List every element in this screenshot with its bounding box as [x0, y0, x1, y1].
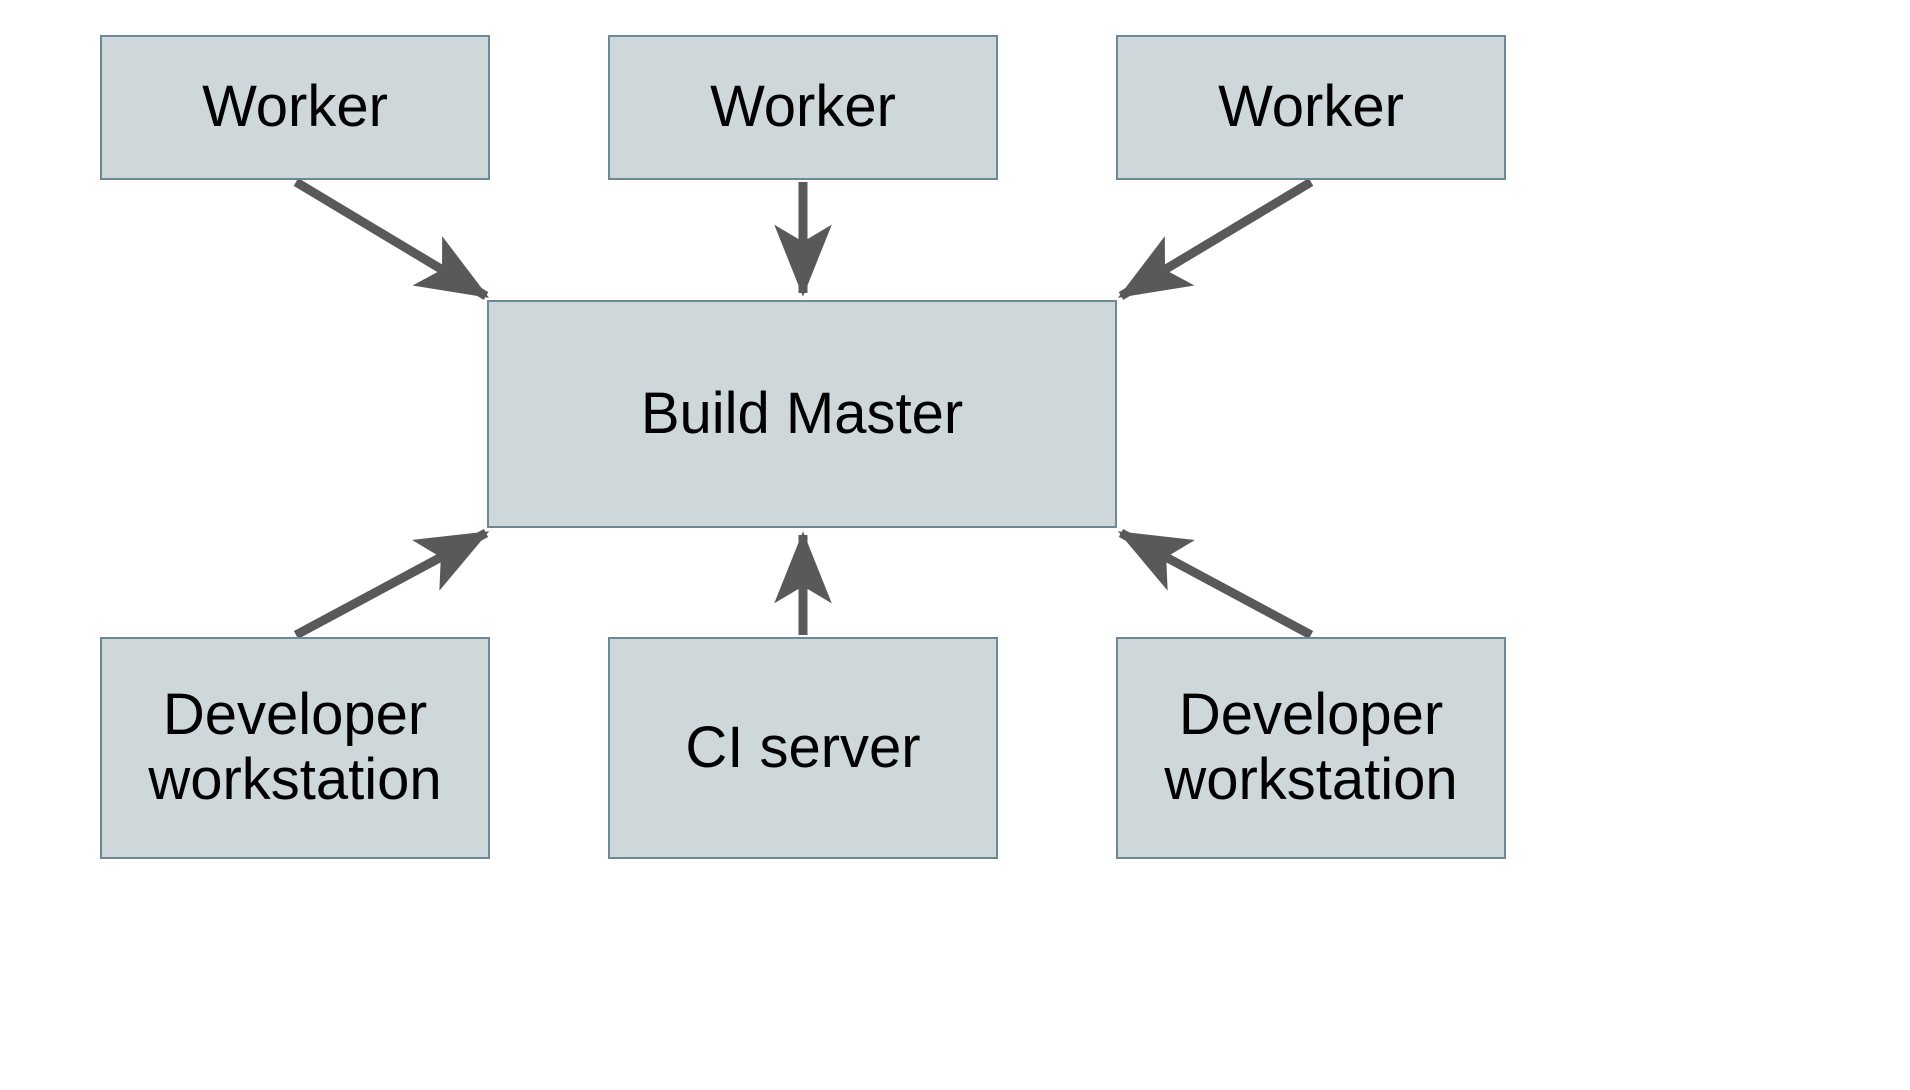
node-worker-2-label: Worker — [710, 74, 896, 140]
node-worker-1[interactable]: Worker — [100, 35, 490, 180]
node-ci-server[interactable]: CI server — [608, 637, 998, 859]
node-build-master-label: Build Master — [640, 380, 964, 446]
node-developer-workstation-left-label: Developer workstation — [148, 682, 442, 812]
node-ci-server-label: CI server — [685, 714, 921, 780]
node-worker-2[interactable]: Worker — [608, 35, 998, 180]
edge-worker-1-to-build-master — [293, 178, 490, 300]
node-worker-1-label: Worker — [202, 74, 388, 140]
edge-dev-left-to-build-master — [293, 529, 490, 639]
node-developer-workstation-right[interactable]: Developer workstation — [1116, 637, 1506, 859]
node-developer-workstation-right-label: Developer workstation — [1164, 682, 1458, 812]
node-build-master[interactable]: Build Master — [487, 300, 1117, 528]
edge-dev-right-to-build-master — [1117, 529, 1314, 639]
node-worker-3-label: Worker — [1218, 74, 1404, 140]
edge-worker-3-to-build-master — [1117, 178, 1314, 300]
node-developer-workstation-left[interactable]: Developer workstation — [100, 637, 490, 859]
node-worker-3[interactable]: Worker — [1116, 35, 1506, 180]
